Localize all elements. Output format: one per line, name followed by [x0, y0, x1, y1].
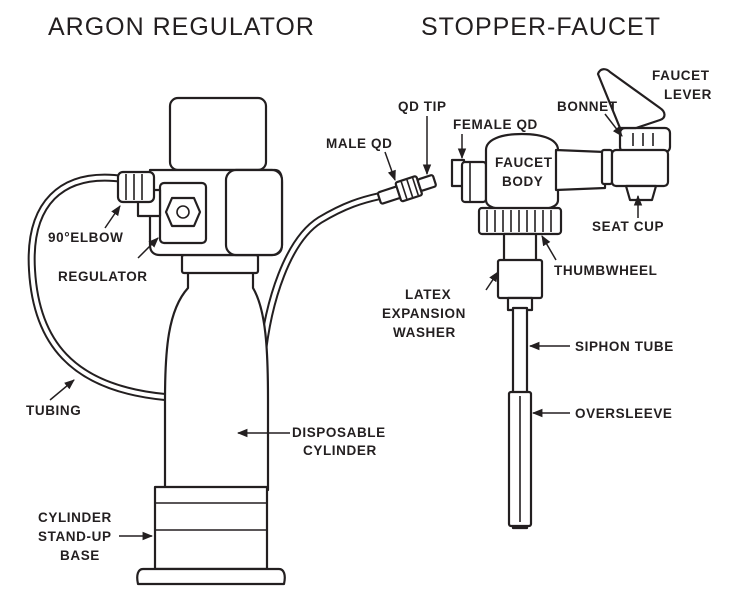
- pointer-thumbwheel: [541, 235, 557, 261]
- label-male-qd: MALE QD: [326, 136, 392, 151]
- male-qd-fitting: [376, 174, 437, 205]
- ninety-elbow: [116, 170, 156, 204]
- seat-cup: [624, 184, 658, 202]
- regulator-cap: [168, 96, 268, 172]
- label-latex-1: LATEX: [405, 287, 451, 302]
- label-base-1: CYLINDER: [38, 510, 112, 525]
- latex-expansion-washer: [496, 258, 544, 300]
- stopper-faucet-drawing: [376, 68, 672, 530]
- bonnet: [618, 126, 672, 154]
- label-cylinder: CYLINDER: [303, 443, 377, 458]
- title-stopper-faucet: STOPPER-FAUCET: [421, 13, 661, 41]
- label-disposable: DISPOSABLE: [292, 425, 386, 440]
- cylinder-neck: [180, 253, 260, 275]
- cylinder-stand-up-base: [153, 485, 269, 571]
- label-tubing: TUBING: [26, 403, 81, 418]
- pointer-bonnet: [604, 113, 623, 137]
- pointer-regulator: [137, 237, 159, 259]
- label-faucet-lever-1: FAUCET: [652, 68, 710, 83]
- pointer-male-qd: [384, 151, 396, 181]
- label-faucet-body-1: FAUCET: [495, 155, 553, 170]
- label-base-2: STAND-UP: [38, 529, 112, 544]
- label-qd-tip: QD TIP: [398, 99, 447, 114]
- label-thumbwheel: THUMBWHEEL: [554, 263, 658, 278]
- female-qd: [460, 160, 488, 204]
- thumbwheel: [477, 206, 563, 236]
- label-base-3: BASE: [60, 548, 100, 563]
- pointer-elbow: [104, 205, 121, 229]
- label-oversleeve: OVERSLEEVE: [575, 406, 673, 421]
- pointer-latex-washer: [485, 271, 499, 291]
- label-bonnet: BONNET: [557, 99, 618, 114]
- faucet-lever: [596, 68, 666, 130]
- label-female-qd: FEMALE QD: [453, 117, 538, 132]
- stopper-stem: [502, 232, 538, 264]
- label-regulator: REGULATOR: [58, 269, 148, 284]
- label-elbow: 90°ELBOW: [48, 230, 123, 245]
- label-siphon-tube: SIPHON TUBE: [575, 339, 674, 354]
- labels: 90°ELBOW REGULATOR TUBING DISPOSABLE CYL…: [26, 68, 712, 563]
- faucet-body: [484, 132, 560, 212]
- base-foot: [136, 567, 286, 586]
- disposable-cylinder: [163, 268, 270, 492]
- pointer-tubing: [49, 379, 75, 401]
- label-latex-3: WASHER: [393, 325, 456, 340]
- label-faucet-lever-2: LEVER: [664, 87, 712, 102]
- label-latex-2: EXPANSION: [382, 306, 466, 321]
- label-seat-cup: SEAT CUP: [592, 219, 664, 234]
- title-argon-regulator: ARGON REGULATOR: [48, 13, 315, 41]
- label-faucet-body-2: BODY: [502, 174, 543, 189]
- pointer-lines: [49, 113, 643, 541]
